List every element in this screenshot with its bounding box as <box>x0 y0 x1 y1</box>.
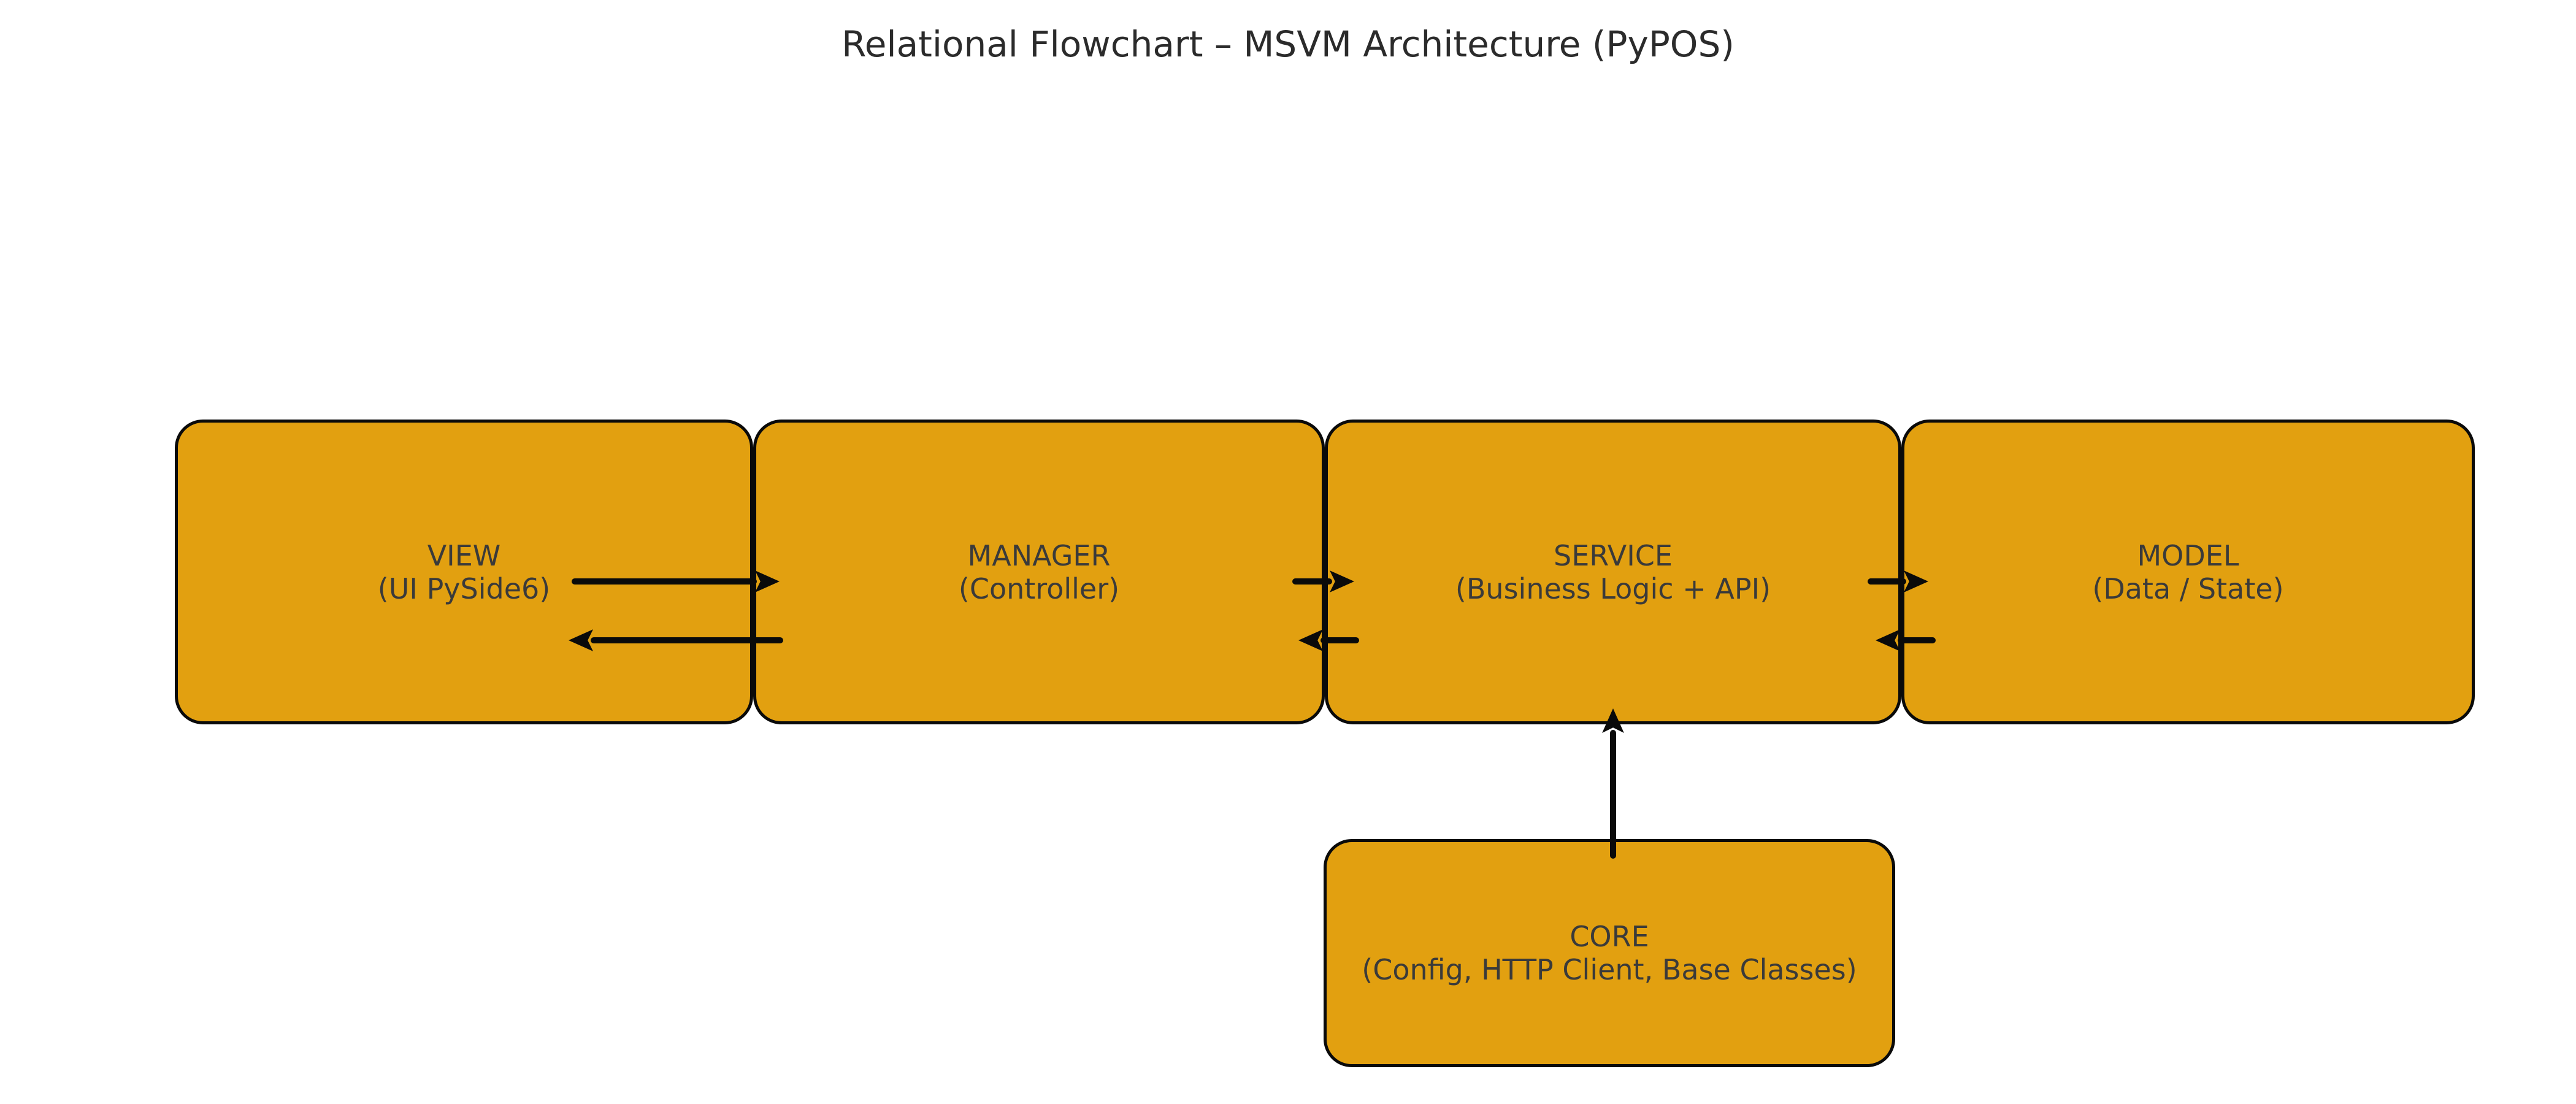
node-model-sublabel: (Data / State) <box>2092 572 2284 605</box>
arrow-shaft <box>1321 637 1359 643</box>
arrow-shaft <box>1610 730 1616 859</box>
node-core: CORE (Config, HTTP Client, Base Classes) <box>1324 839 1895 1067</box>
node-core-label: CORE <box>1570 920 1649 953</box>
diagram-title: Relational Flowchart – MSVM Architecture… <box>841 23 1735 65</box>
node-view-label: VIEW <box>427 539 501 572</box>
node-service-label: SERVICE <box>1554 539 1673 572</box>
node-service-sublabel: (Business Logic + API) <box>1455 572 1771 605</box>
node-core-sublabel: (Config, HTTP Client, Base Classes) <box>1362 953 1857 986</box>
arrow-shaft <box>1898 637 1936 643</box>
arrow-shaft <box>1868 578 1906 585</box>
node-manager: MANAGER (Controller) <box>753 420 1325 724</box>
node-manager-label: MANAGER <box>967 539 1111 572</box>
arrow-shaft <box>591 637 783 643</box>
node-service: SERVICE (Business Logic + API) <box>1325 420 1901 724</box>
node-model-label: MODEL <box>2137 539 2239 572</box>
arrow-shaft <box>572 578 757 585</box>
node-model: MODEL (Data / State) <box>1901 420 2475 724</box>
node-manager-sublabel: (Controller) <box>958 572 1120 605</box>
arrow-shaft <box>1292 578 1332 585</box>
node-view: VIEW (UI PySide6) <box>175 420 753 724</box>
node-view-sublabel: (UI PySide6) <box>377 572 551 605</box>
